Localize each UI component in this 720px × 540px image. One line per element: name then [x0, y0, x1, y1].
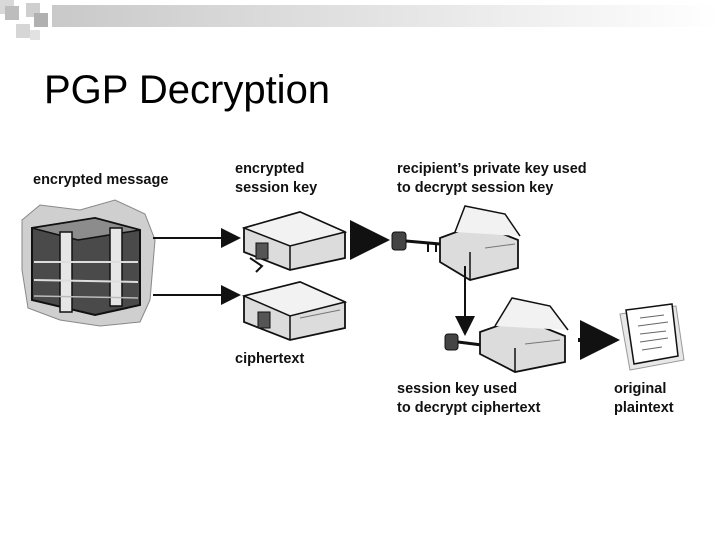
header-decoration: [0, 0, 720, 40]
slide-title: PGP Decryption: [44, 68, 331, 112]
label-line: recipient’s private key used: [397, 161, 587, 177]
locked-box-illustration: [241, 211, 348, 273]
label-encrypted-message: encrypted message: [33, 172, 169, 188]
encrypted-package-illustration: [21, 199, 156, 327]
ciphertext-box-illustration: [241, 281, 348, 341]
label-original-plaintext: original plaintext: [614, 380, 674, 418]
key-illustration: [391, 231, 441, 252]
label-line: encrypted: [235, 161, 305, 177]
plaintext-page-illustration: [619, 303, 685, 371]
label-session-key-used: session key used to decrypt ciphertext: [397, 380, 540, 418]
open-ciphertext-box-illustration: [479, 297, 569, 373]
label-line: to decrypt session key: [397, 180, 554, 196]
open-box-illustration: [439, 205, 521, 281]
label-line: session key used: [397, 381, 518, 397]
label-encrypted-session-key: encrypted session key: [235, 160, 317, 198]
label-line: plaintext: [614, 400, 674, 416]
label-ciphertext: ciphertext: [235, 351, 305, 367]
label-private-key-used: recipient’s private key used to decrypt …: [397, 160, 587, 198]
label-line: to decrypt ciphertext: [397, 400, 541, 416]
label-line: session key: [235, 180, 318, 196]
label-line: original: [614, 381, 667, 397]
